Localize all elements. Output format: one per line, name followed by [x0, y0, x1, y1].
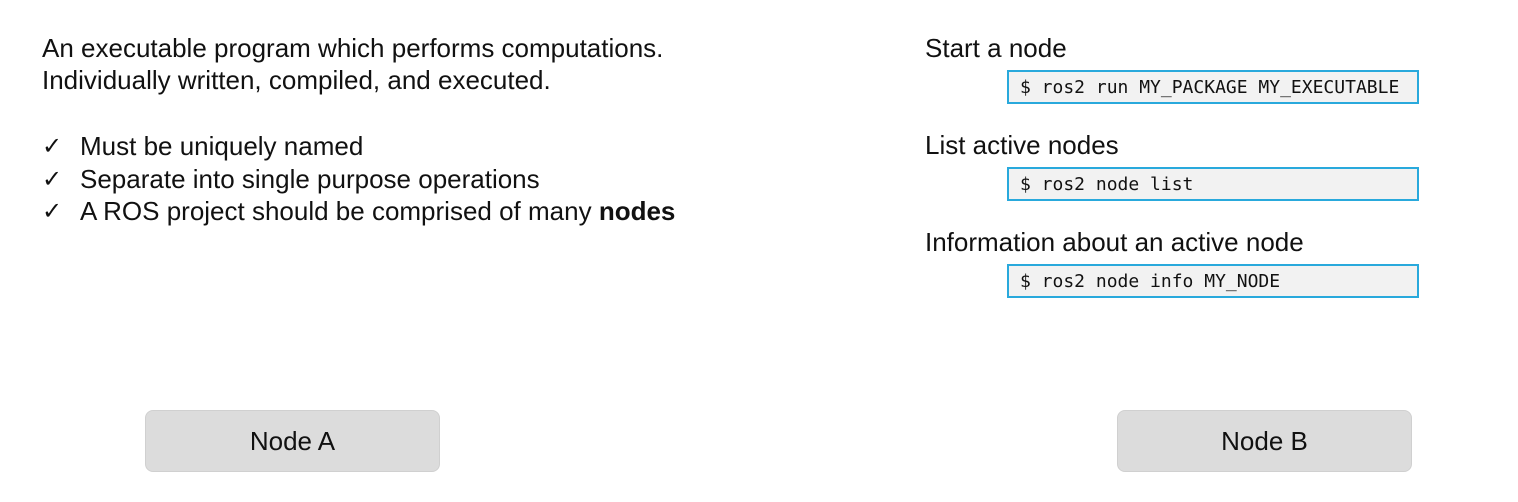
checklist-item: ✓ Separate into single purpose operation…	[42, 163, 675, 196]
description-line-1: An executable program which performs com…	[42, 33, 664, 63]
command-heading: Information about an active node	[925, 227, 1304, 257]
checklist-item-text: A ROS project should be comprised of man…	[80, 196, 599, 226]
command-box: $ ros2 node info MY_NODE	[1007, 264, 1419, 298]
checklist-item: ✓ A ROS project should be comprised of m…	[42, 195, 675, 228]
command-heading: List active nodes	[925, 130, 1119, 160]
node-description: An executable program which performs com…	[42, 32, 842, 96]
checkmark-icon: ✓	[42, 132, 63, 161]
checklist-item: ✓ Must be uniquely named	[42, 130, 675, 163]
node-a-box: Node A	[145, 410, 440, 472]
start-node-section: Start a node $ ros2 run MY_PACKAGE MY_EX…	[925, 32, 1445, 104]
node-b-box: Node B	[1117, 410, 1412, 472]
command-box: $ ros2 run MY_PACKAGE MY_EXECUTABLE	[1007, 70, 1419, 104]
checklist-item-text: Must be uniquely named	[80, 131, 364, 161]
list-nodes-section: List active nodes $ ros2 node list	[925, 129, 1445, 201]
node-info-section: Information about an active node $ ros2 …	[925, 226, 1445, 298]
command-box: $ ros2 node list	[1007, 167, 1419, 201]
checkmark-icon: ✓	[42, 164, 63, 193]
checkmark-icon: ✓	[42, 197, 63, 226]
checklist-item-text: Separate into single purpose operations	[80, 163, 540, 194]
node-properties-checklist: ✓ Must be uniquely named ✓ Separate into…	[42, 130, 675, 228]
description-line-2: Individually written, compiled, and exec…	[42, 65, 551, 95]
command-heading: Start a node	[925, 33, 1067, 63]
checklist-item-bold-text: nodes	[598, 196, 676, 226]
